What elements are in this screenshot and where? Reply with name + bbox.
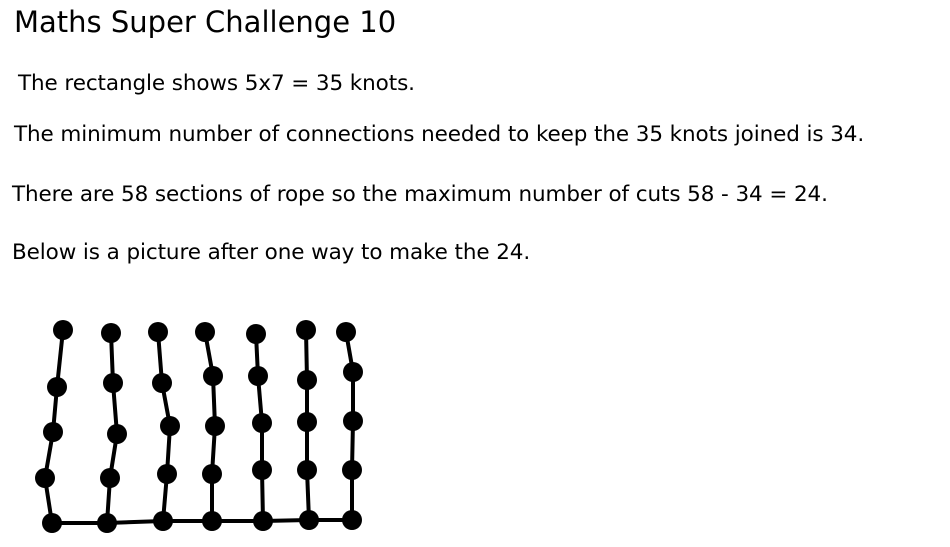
text-line-max-cuts: There are 58 sections of rope so the max…: [12, 182, 828, 207]
knot-col2-row1: [101, 323, 121, 343]
text-line-min-connections: The minimum number of connections needed…: [14, 122, 865, 147]
knot-col2-row3: [107, 424, 127, 444]
knot-col7-row3: [343, 411, 363, 431]
knot-col4-row1: [195, 322, 215, 342]
knot-col4-row4: [202, 464, 222, 484]
knot-col6-row2: [297, 370, 317, 390]
knot-col3-row3: [160, 416, 180, 436]
knot-col7-row2: [343, 362, 363, 382]
knot-col2-row5: [97, 513, 117, 533]
knot-col6-row5: [299, 510, 319, 530]
knot-col3-row1: [148, 322, 168, 342]
page-title: Maths Super Challenge 10: [14, 5, 397, 39]
knot-col1-row5: [42, 513, 62, 533]
knot-col7-row4: [342, 460, 362, 480]
text-line-picture-intro: Below is a picture after one way to make…: [12, 240, 531, 265]
knot-col4-row3: [205, 416, 225, 436]
knot-col3-row4: [157, 464, 177, 484]
knot-col5-row1: [246, 324, 266, 344]
knot-col6-row3: [297, 412, 317, 432]
knot-col5-row5: [253, 511, 273, 531]
knot-col4-row5: [202, 511, 222, 531]
knot-col3-row5: [153, 511, 173, 531]
knot-col1-row4: [35, 468, 55, 488]
knot-col4-row2: [203, 366, 223, 386]
text-line-knot-count: The rectangle shows 5x7 = 35 knots.: [18, 71, 415, 96]
knot-col5-row2: [248, 366, 268, 386]
knot-col1-row1: [53, 320, 73, 340]
knot-col1-row3: [43, 422, 63, 442]
knot-col5-row4: [252, 460, 272, 480]
knot-col6-row4: [297, 460, 317, 480]
knot-col2-row4: [100, 468, 120, 488]
knot-col2-row2: [103, 373, 123, 393]
knot-col3-row2: [152, 373, 172, 393]
knot-col7-row5: [342, 510, 362, 530]
knot-col1-row2: [47, 377, 67, 397]
knot-col5-row3: [252, 413, 272, 433]
knot-col6-row1: [296, 320, 316, 340]
knot-col7-row1: [336, 322, 356, 342]
